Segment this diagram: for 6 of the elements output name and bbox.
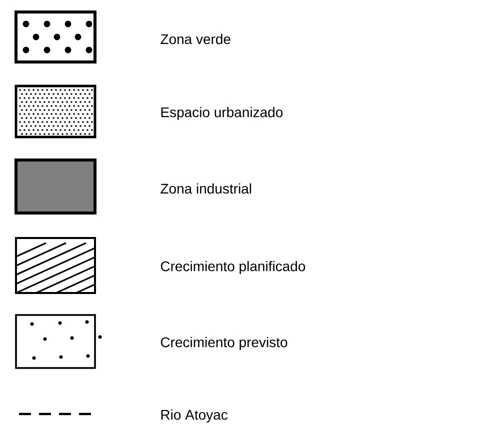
legend-label: Rio Atoyac: [161, 409, 228, 423]
legend-label: Crecimiento previsto: [160, 336, 288, 350]
legend-label: Zona industrial: [160, 183, 252, 194]
legend-label: Espacio urbanizado: [161, 106, 283, 120]
legend-label: Zona verde: [160, 34, 230, 44]
legend-label: Crecimiento planificado: [160, 260, 306, 274]
